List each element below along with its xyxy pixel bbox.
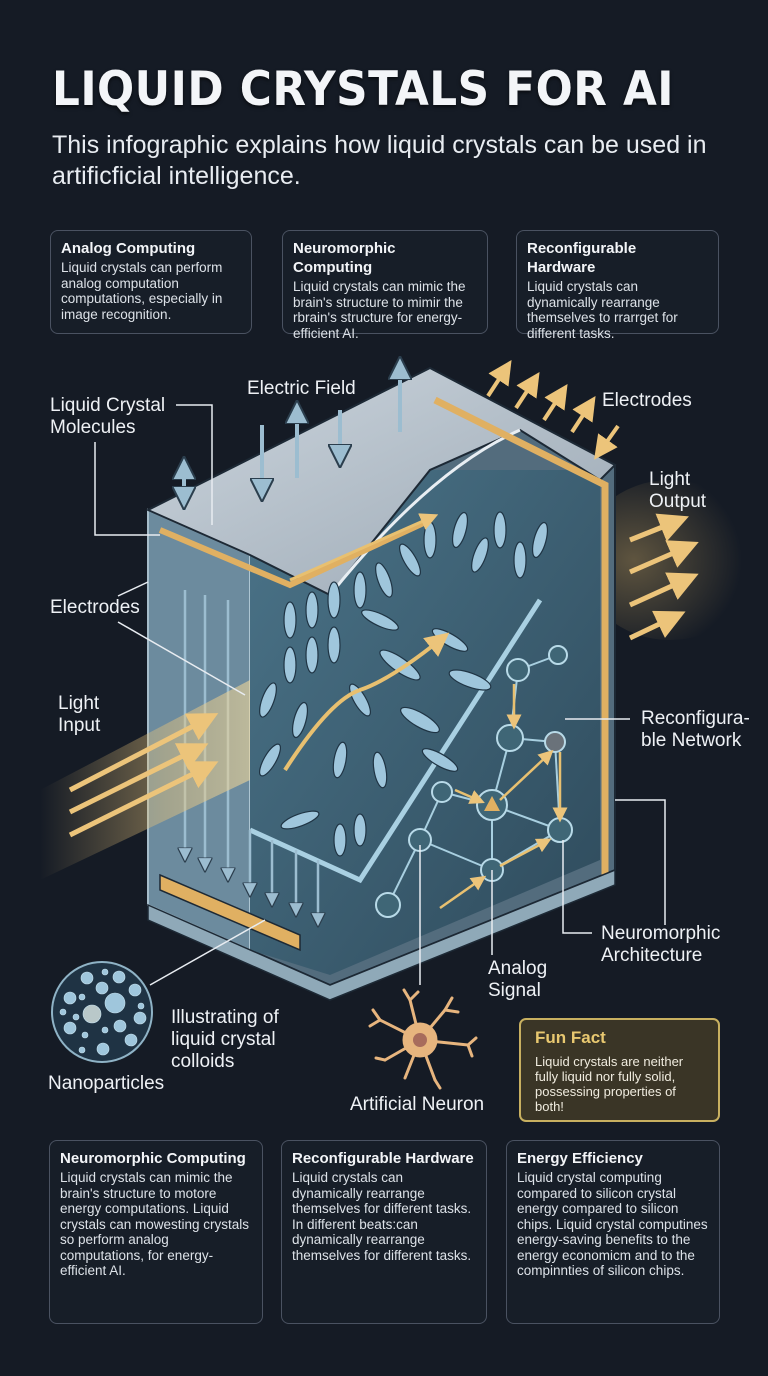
card-body: Liquid crystals can perform analog compu… bbox=[61, 260, 223, 322]
network-nodes bbox=[375, 645, 573, 918]
page-subtitle: This infographic explains how liquid cry… bbox=[52, 131, 707, 190]
card-body: Liquid crystals can dynamically rearrang… bbox=[527, 279, 678, 341]
artificial-neuron-icon bbox=[368, 988, 478, 1090]
liquid-crystal-molecules bbox=[259, 511, 549, 857]
light-input-arrows bbox=[68, 713, 219, 838]
card-body: Liquid crystals can dynamically rearrang… bbox=[292, 1170, 472, 1263]
card-neuromorphic-computing-bottom: Neuromorphic Computing Liquid crystals c… bbox=[49, 1140, 263, 1324]
card-title: Neuromorphic Computing bbox=[293, 240, 396, 276]
card-title: Analog Computing bbox=[61, 240, 196, 257]
card-title: Energy Efficiency bbox=[517, 1150, 643, 1167]
card-title: Neuromorphic Computing bbox=[60, 1150, 246, 1167]
leader-lines bbox=[94, 404, 666, 986]
card-energy-efficiency: Energy Efficiency Liquid crystal computi… bbox=[506, 1140, 720, 1324]
card-reconfigurable-hardware: Reconfigurable Hardware Liquid crystals … bbox=[516, 230, 719, 341]
label-electrodes-left: Electrodes bbox=[50, 597, 140, 618]
label-analog-signal: Analog Signal bbox=[488, 958, 548, 1001]
label-colloids: Illustrating of liquid crystal colloids bbox=[171, 1007, 279, 1072]
label-artificial-neuron: Artificial Neuron bbox=[350, 1094, 485, 1115]
label-light-input: Light Input bbox=[58, 693, 101, 736]
card-neuromorphic-computing: Neuromorphic Computing Liquid crystals c… bbox=[282, 230, 488, 341]
signal-arrow bbox=[283, 632, 450, 772]
card-body: Liquid crystals can mimic the brain's st… bbox=[60, 1170, 250, 1278]
label-light-output: Light Output bbox=[649, 469, 707, 512]
top-signal-arrow bbox=[289, 513, 439, 582]
card-analog-computing: Analog Computing Liquid crystals can per… bbox=[50, 230, 252, 334]
card-reconfigurable-hardware-bottom: Reconfigurable Hardware Liquid crystals … bbox=[281, 1140, 487, 1324]
card-body: Liquid crystals can mimic the brain's st… bbox=[293, 279, 466, 341]
label-electric-field: Electric Field bbox=[247, 378, 356, 399]
card-title: Reconfigurable Hardware bbox=[527, 240, 637, 276]
label-electrodes-top: Electrodes bbox=[602, 390, 692, 411]
page-title: LIQUID CRYSTALS FOR AI bbox=[52, 62, 675, 117]
triangle-node-icon bbox=[484, 796, 500, 811]
fun-fact-title: Fun Fact bbox=[535, 1028, 606, 1047]
card-body: Liquid crystal computing compared to sil… bbox=[517, 1170, 708, 1278]
card-title: Reconfigurable Hardware bbox=[292, 1150, 474, 1167]
fun-fact-box: Fun Fact Liquid crystals are neither ful… bbox=[519, 1018, 720, 1122]
nanoparticles-illustration bbox=[51, 961, 153, 1063]
light-output-arrows bbox=[628, 513, 699, 641]
electrode-arrows bbox=[486, 359, 620, 460]
label-neuromorphic-architecture: Neuromorphic Architecture bbox=[601, 923, 721, 966]
label-nanoparticles: Nanoparticles bbox=[48, 1073, 165, 1094]
label-liquid-crystal-molecules: Liquid Crystal Molecules bbox=[50, 395, 166, 438]
label-reconfigurable-network: Reconfigura- ble Network bbox=[641, 708, 750, 751]
electric-field-arrows bbox=[184, 368, 400, 510]
fun-fact-body: Liquid crystals are neither fully liquid… bbox=[535, 1054, 684, 1114]
network-signal-arrows bbox=[439, 684, 568, 910]
